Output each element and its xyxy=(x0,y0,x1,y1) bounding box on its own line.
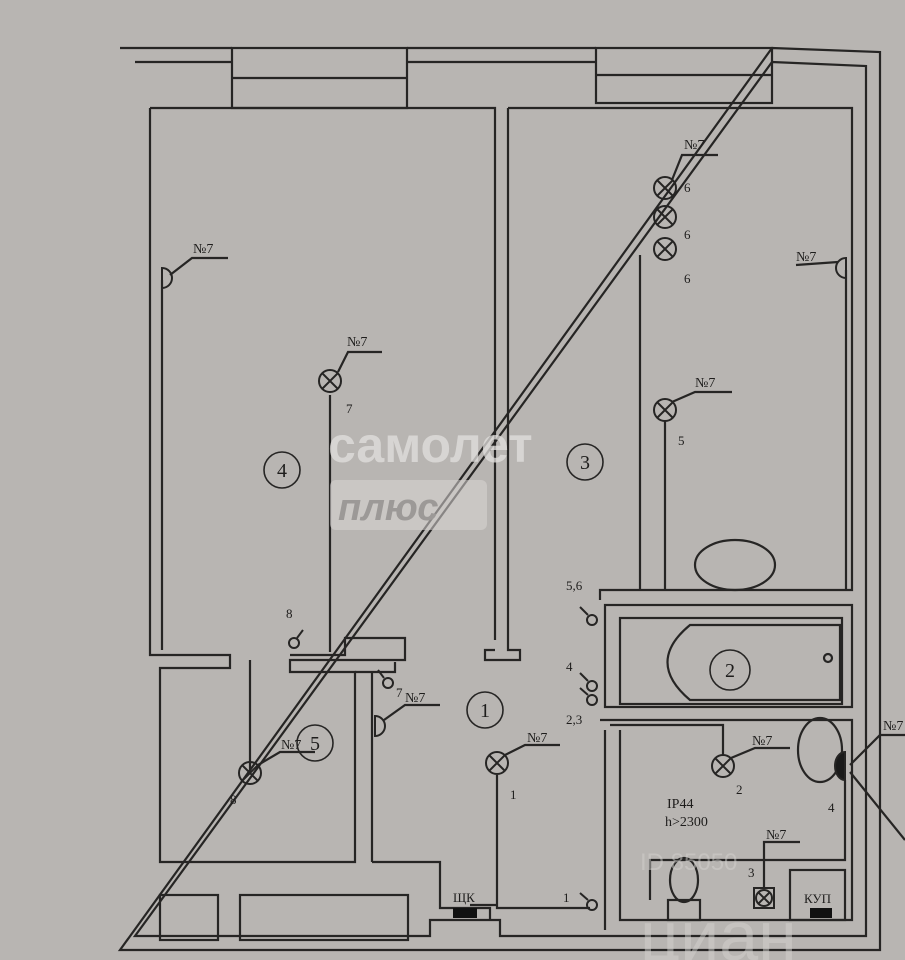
lamp-number: 4 xyxy=(828,800,835,815)
lamp-icon xyxy=(653,237,677,261)
watermark-cian: циан xyxy=(640,897,797,960)
lamp-icon xyxy=(653,205,677,229)
watermark-plus: плюс xyxy=(338,487,438,529)
lamp-icon xyxy=(318,369,342,393)
bathtub xyxy=(618,616,844,706)
lamp-number: 1 xyxy=(510,787,517,802)
lamp-number: 2 xyxy=(736,782,743,797)
toilet xyxy=(668,856,700,904)
lamp-icon xyxy=(653,176,677,200)
outer-wall xyxy=(117,46,882,952)
ip-rating-note: IP44 xyxy=(667,797,693,812)
bathtub-inner xyxy=(666,623,842,702)
lamp-number: 8 xyxy=(230,792,237,807)
wc-walls xyxy=(355,662,854,930)
lamp-ref-label: №7 xyxy=(695,376,715,391)
panel-shk-icon xyxy=(453,908,477,918)
bathroom-walls xyxy=(603,603,854,709)
switch-icons xyxy=(288,606,598,911)
lamp-ref-label: №7 xyxy=(752,734,772,749)
wall-lamp-icon xyxy=(374,714,386,738)
lamp-number: 3 xyxy=(748,865,755,880)
wiring xyxy=(160,255,848,910)
switch-icon xyxy=(288,629,304,649)
room3-sink xyxy=(693,538,777,592)
wc-sink xyxy=(796,716,844,784)
lamp-ref-label: №7 xyxy=(684,138,704,153)
room-number: 3 xyxy=(580,452,590,474)
lamp-ref-label: №7 xyxy=(527,731,547,746)
partition-center xyxy=(483,108,522,662)
switch-number: 5,6 xyxy=(566,578,583,593)
lamp-ref-label: №7 xyxy=(405,691,425,706)
switch-icon xyxy=(579,892,598,911)
switch-number: 1 xyxy=(563,890,570,905)
lamp-icon xyxy=(485,751,509,775)
watermark-plus-badge xyxy=(330,480,487,530)
corridor-walls xyxy=(372,860,492,920)
lamp-icons xyxy=(238,176,775,909)
inner-wall xyxy=(132,60,868,938)
lamp-number: 5 xyxy=(678,433,685,448)
switch-icon xyxy=(579,672,598,692)
lamp-icon xyxy=(653,398,677,422)
lamp-ref-label: №7 xyxy=(766,828,786,843)
watermark-id: ID 85050 xyxy=(640,849,737,876)
toilet-tank xyxy=(666,898,702,922)
kup-box xyxy=(788,868,847,922)
room-number: 2 xyxy=(725,660,735,682)
wall-lamp-icons xyxy=(161,256,847,782)
switch-number: 2,3 xyxy=(566,712,582,727)
room-number: 5 xyxy=(310,733,320,755)
bathtub-drain xyxy=(822,652,834,664)
switch-number: 4 xyxy=(566,659,573,674)
lamp-number: 6 xyxy=(684,271,691,286)
wall-lamp-icon xyxy=(161,266,173,290)
wall-lamp-icon xyxy=(834,750,846,782)
lamp-ref-label: №7 xyxy=(281,738,301,753)
room-number: 4 xyxy=(277,460,287,482)
panel-shk-label: ЩК xyxy=(453,890,475,905)
lamp-ref-label: №7 xyxy=(796,250,816,265)
closet-small xyxy=(158,893,220,942)
lamp-number: 6 xyxy=(684,180,691,195)
lamp-icon xyxy=(238,761,262,785)
closet-large xyxy=(238,893,410,942)
watermark-samolet: самолет xyxy=(328,417,533,473)
switch-number: 8 xyxy=(286,606,293,621)
lamp-number: 6 xyxy=(684,227,691,242)
switch-number: 7 xyxy=(396,685,403,700)
room-number: 1 xyxy=(480,700,490,722)
lamp-number: 7 xyxy=(346,401,353,416)
room-3-walls xyxy=(508,106,854,600)
lamp-ref-label: №7 xyxy=(883,719,903,734)
panel-kup-icon xyxy=(810,908,832,918)
room-labels xyxy=(263,443,751,762)
wall-lamp-icon xyxy=(835,256,847,280)
lamp-ref-label: №7 xyxy=(347,335,367,350)
height-note: h>2300 xyxy=(665,815,708,830)
switch-icon xyxy=(377,669,394,689)
panel-kup-label: КУП xyxy=(804,891,831,906)
lamp-ref-label: №7 xyxy=(193,242,213,257)
switch-icon xyxy=(579,687,598,706)
leader-lines xyxy=(169,153,905,888)
switch-icon xyxy=(579,606,598,626)
lamp-icon xyxy=(711,754,735,778)
